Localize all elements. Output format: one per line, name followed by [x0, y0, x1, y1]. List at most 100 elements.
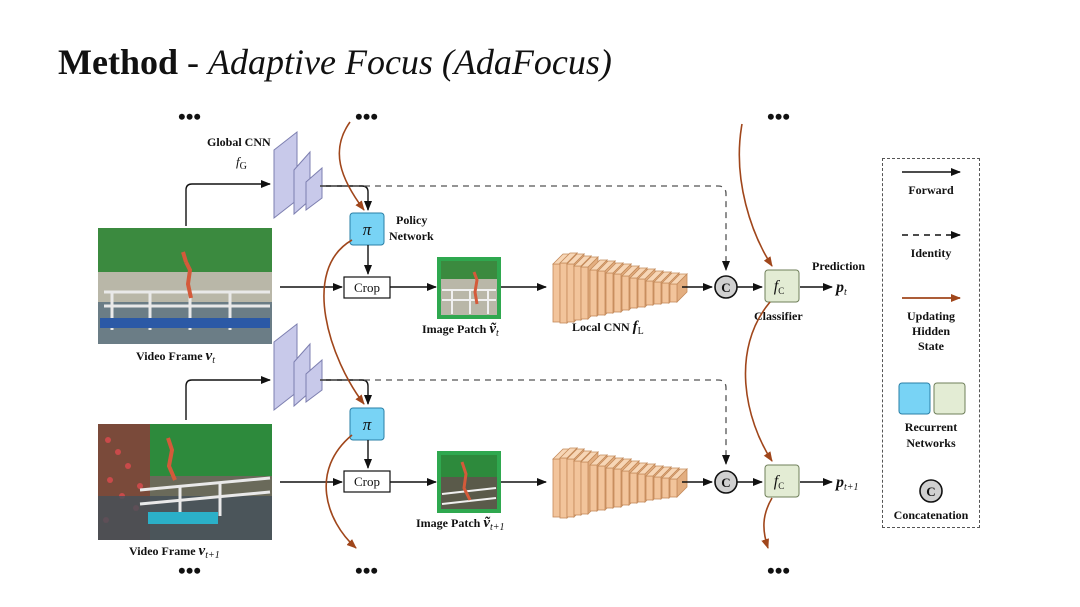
local-cnn-layer: [552, 458, 561, 518]
local-cnn-layer: [621, 470, 630, 506]
global-cnn-block-t: [273, 130, 323, 220]
local-cnn-layer: [559, 262, 568, 324]
legend-policy-swatch: [898, 382, 931, 415]
hidden-state-arrow-policy-in-t: [338, 121, 365, 211]
video-frame-t1-image: [98, 424, 272, 540]
local-cnn-layer: [629, 277, 638, 309]
arrow-frame-to-global-t1: [185, 376, 271, 420]
slide-title: Method - Adaptive Focus (AdaFocus): [58, 40, 612, 84]
local-cnn-layer: [669, 283, 678, 303]
local-cnn-layer-top: [573, 255, 592, 267]
local-cnn-layer: [552, 263, 561, 323]
local-cnn-layer-top: [589, 259, 608, 271]
local-cnn-label: Local CNN fL: [572, 319, 644, 337]
local-cnn-layer-top: [580, 256, 599, 268]
local-cnn-layer-top: [613, 458, 632, 470]
title-method: Method: [58, 42, 178, 82]
local-cnn-layer: [605, 467, 614, 509]
local-cnn-layer-top: [629, 267, 648, 279]
prediction-t: pt: [834, 279, 847, 298]
local-cnn-layer: [669, 478, 678, 498]
classifier-label: Classifier: [754, 309, 803, 323]
title-adafocus: Adaptive Focus (AdaFocus): [208, 42, 612, 82]
hidden-state-arrow-policy-out-t1: [325, 434, 357, 549]
classifier-t: [764, 269, 800, 303]
local-cnn-layer: [621, 275, 630, 311]
local-cnn-layer: [645, 475, 654, 501]
ellipsis-top-left: •••: [178, 104, 201, 129]
local-cnn-layer: [597, 270, 606, 316]
local-cnn-block-t1: [552, 447, 688, 519]
arrow-global-to-policy-t: [320, 185, 372, 211]
global-cnn-block-t1: [273, 322, 323, 412]
local-cnn-layer: [637, 473, 646, 503]
local-cnn-layer-top: [637, 268, 656, 280]
local-cnn-layer: [566, 263, 575, 323]
policy-symbol-t: π: [363, 220, 372, 239]
identity-arrow-t1: [320, 379, 730, 465]
legend-identity-label: Identity: [911, 246, 952, 260]
local-cnn-layer-top: [621, 265, 640, 277]
crop-label-t1: Crop: [354, 474, 380, 489]
local-cnn-layer-top: [597, 260, 616, 272]
hidden-state-arrow-classifier-in-t: [738, 123, 773, 267]
local-cnn-layer: [597, 465, 606, 511]
arrow-frame-to-global-t: [185, 180, 271, 226]
legend-box: [882, 158, 980, 528]
concat-node-t: C: [714, 275, 738, 299]
local-cnn-layer-top: [605, 457, 624, 469]
local-cnn-layer-top: [645, 270, 664, 282]
local-cnn-layer: [661, 282, 670, 304]
ellipsis-bottom-right: •••: [767, 558, 790, 583]
local-cnn-layer-top: [559, 252, 578, 264]
legend-updating-line2: Hidden: [912, 324, 950, 338]
local-cnn-layer-top: [566, 253, 585, 265]
local-cnn-layer-top: [573, 450, 592, 462]
local-cnn-layer: [589, 464, 598, 512]
concat-node-t1: C: [714, 470, 738, 494]
policy-network-t: [349, 212, 385, 246]
image-patch-t1: [437, 451, 501, 513]
legend-classifier-swatch: [933, 382, 966, 415]
local-cnn-layer: [589, 269, 598, 317]
image-patch-t-label: Image Patch ṽt: [422, 321, 499, 339]
local-cnn-layer: [613, 273, 622, 313]
svg-text:C: C: [721, 475, 730, 490]
arrow-global-to-policy-t1: [320, 379, 372, 405]
image-patch-t1-label: Image Patch ṽt+1: [416, 515, 505, 533]
legend-recurrent-line2: Networks: [906, 436, 956, 450]
local-cnn-layer: [605, 272, 614, 314]
crop-label-t: Crop: [354, 280, 380, 295]
local-cnn-layer-top: [653, 271, 672, 283]
local-cnn-layer: [559, 457, 568, 519]
local-cnn-layer-top: [605, 262, 624, 274]
local-cnn-layer: [573, 265, 582, 321]
local-cnn-layer-top: [559, 447, 578, 459]
local-cnn-layer-top: [645, 465, 664, 477]
local-cnn-layer: [653, 281, 662, 305]
local-cnn-layer-top: [661, 272, 680, 284]
classifier-symbol-t: fC: [774, 278, 784, 296]
local-cnn-block-t: [552, 252, 688, 324]
local-cnn-layer-top: [661, 467, 680, 479]
identity-arrow-t: [320, 185, 730, 271]
svg-text:C: C: [721, 280, 730, 295]
legend-concat-icon: C: [919, 479, 943, 503]
legend-updating-line3: State: [918, 339, 945, 353]
video-frame-t-image: [98, 228, 272, 344]
local-cnn-layer-top: [580, 451, 599, 463]
global-cnn-symbol: fG: [236, 154, 247, 172]
local-cnn-layer: [661, 477, 670, 499]
local-cnn-layer: [645, 280, 654, 306]
local-cnn-layer-top: [597, 455, 616, 467]
global-cnn-label: Global CNN: [207, 135, 271, 149]
ellipsis-top-right: •••: [767, 104, 790, 129]
legend-forward-label: Forward: [908, 183, 954, 197]
image-patch-t: [437, 257, 501, 319]
legend-concatenation-label: Concatenation: [894, 508, 969, 522]
local-cnn-layer-top: [589, 454, 608, 466]
hidden-state-arrow-classifier-t-to-t1: [744, 301, 773, 462]
local-cnn-layer-top: [629, 462, 648, 474]
hidden-state-arrow-policy-t-to-t1: [323, 239, 365, 405]
video-frame-t-label: Video Frame vt: [136, 348, 215, 366]
